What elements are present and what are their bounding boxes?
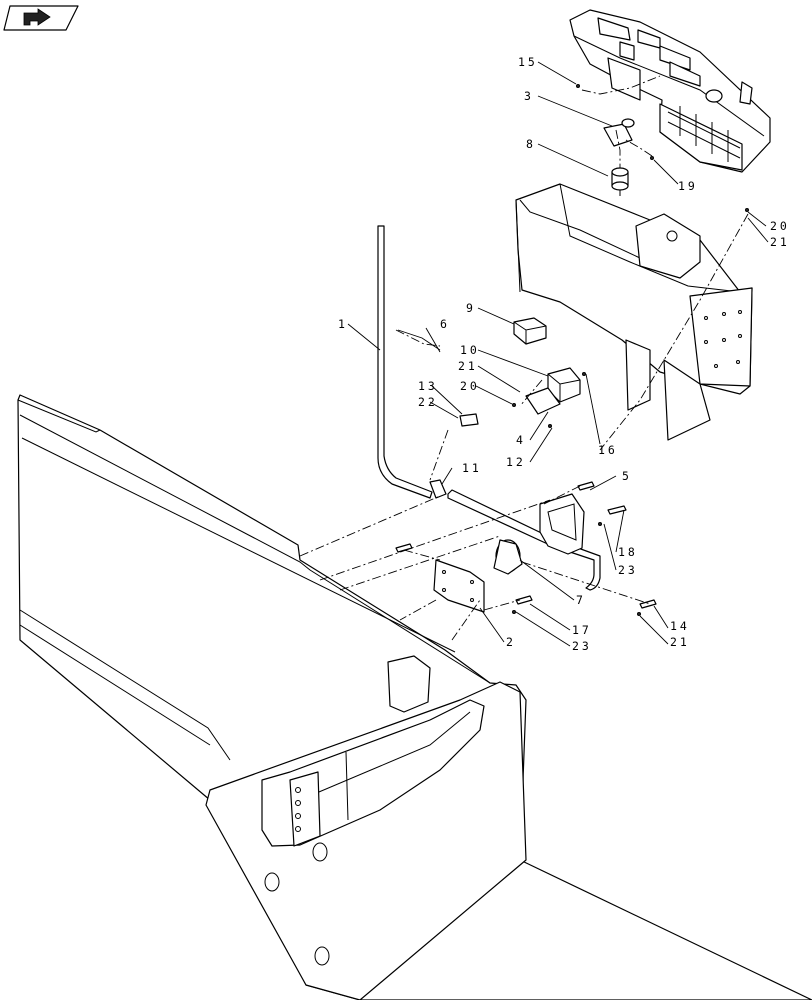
callout-21b: 21: [458, 359, 478, 373]
callout-20b: 20: [460, 379, 480, 393]
callout-23b: 23: [572, 639, 592, 653]
callout-12: 12: [506, 455, 526, 469]
callout-8: 8: [526, 137, 536, 151]
callout-21c: 21: [670, 635, 690, 649]
part-7-cover: [493, 539, 523, 575]
callout-labels: 15 3 8 19 20 21 9 1 6 10 21 13 20 22 4 1…: [338, 55, 790, 653]
callout-21a: 21: [770, 235, 790, 249]
part-3-bracket: [603, 118, 635, 147]
part-11-clip: [429, 479, 447, 499]
callout-23a: 23: [618, 563, 638, 577]
callout-19: 19: [678, 179, 698, 193]
callout-5: 5: [622, 469, 632, 483]
callout-22: 22: [418, 395, 438, 409]
callout-3: 3: [524, 89, 534, 103]
callout-1: 1: [338, 317, 348, 331]
bolts: [395, 84, 750, 617]
console-bracket: [515, 183, 753, 441]
callout-16: 16: [598, 443, 618, 457]
callout-14: 14: [670, 619, 690, 633]
part-8-knob: [611, 167, 629, 196]
callout-9: 9: [466, 301, 476, 315]
return-arrow-icon[interactable]: [3, 5, 79, 31]
part-2-plate: [433, 559, 485, 613]
callout-20a: 20: [770, 219, 790, 233]
control-panel: [569, 9, 771, 173]
part-9-block: [513, 317, 547, 345]
callout-7: 7: [576, 593, 586, 607]
frame-boom: [17, 394, 812, 1000]
callout-11: 11: [462, 461, 482, 475]
assembly-lines: [299, 75, 749, 641]
rod-lower: [447, 489, 601, 591]
callout-18: 18: [618, 545, 638, 559]
callout-2: 2: [506, 635, 516, 649]
callout-6: 6: [440, 317, 450, 331]
callout-4: 4: [516, 433, 526, 447]
part-4-plate: [525, 387, 561, 415]
callout-10: 10: [460, 343, 480, 357]
callout-17: 17: [572, 623, 592, 637]
part-1-rod: [377, 225, 433, 499]
callout-15: 15: [518, 55, 538, 69]
callout-13: 13: [418, 379, 438, 393]
leader-lines: [347, 61, 769, 647]
part-5-bracket: [539, 493, 585, 555]
